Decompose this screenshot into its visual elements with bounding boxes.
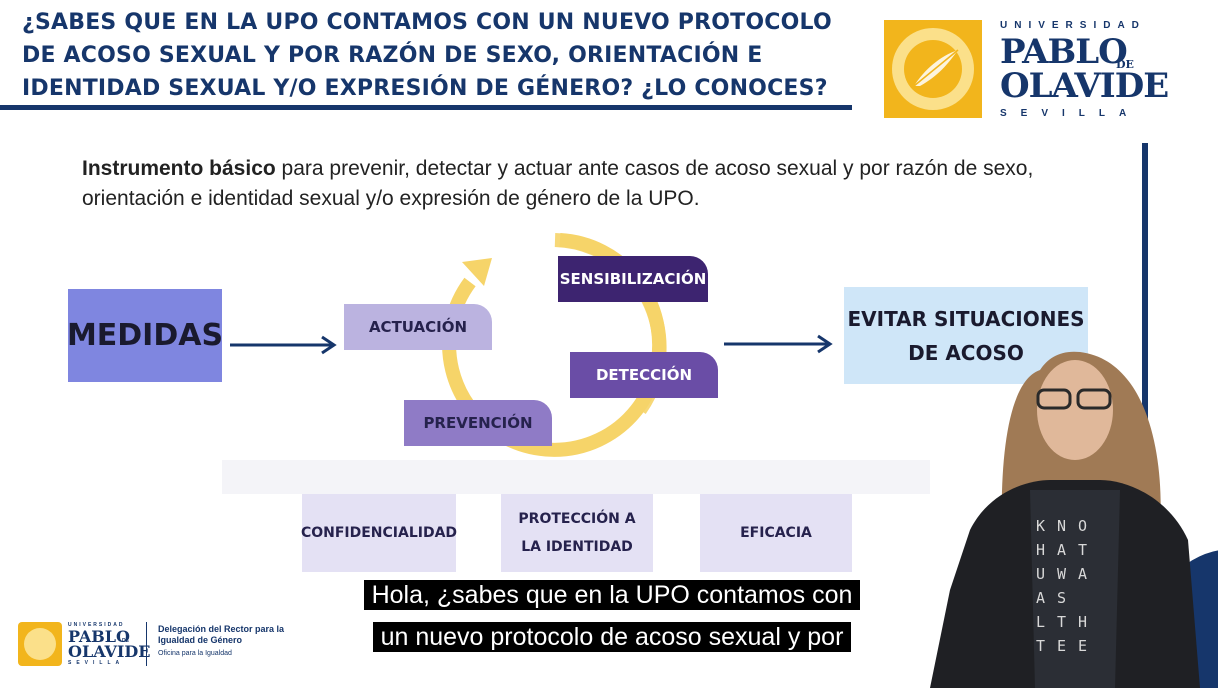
cycle-arrow-head-icon (462, 258, 492, 286)
cycle-step-actuacion: ACTUACIÓN (344, 304, 492, 350)
intro-body: para prevenir, detectar y actuar ante ca… (82, 157, 1034, 210)
cycle-step-sensibilizacion: SENSIBILIZACIÓN (558, 256, 708, 302)
speaker-face (1037, 360, 1113, 460)
footer-delegation: Delegación del Rector para la Igualdad d… (158, 624, 285, 645)
result-box: EVITAR SITUACIONES DE ACOSO (844, 287, 1088, 384)
logo-pablo-text: PABLO (1000, 32, 1128, 72)
speaker-shirt (1030, 490, 1120, 688)
intro-paragraph: Instrumento básico para prevenir, detect… (82, 154, 1072, 214)
slide-title: ¿Sabes que en la UPO contamos con un nue… (22, 10, 832, 101)
logo-universidad-text: UNIVERSIDAD (1000, 20, 1146, 31)
principles-band (222, 460, 930, 494)
cycle-step-prevencion: PREVENCIÓN (404, 400, 552, 446)
logo-sevilla-text: SEVILLA (1000, 108, 1141, 119)
footer-sun-icon (18, 622, 62, 666)
speaker-video-overlay (930, 351, 1218, 688)
footer-office: Oficina para la Igualdad (158, 650, 232, 657)
university-logo: UNIVERSIDAD PABLO DE OLAVIDE SEVILLA (884, 18, 1169, 120)
logo-de-text: DE (1116, 58, 1134, 71)
logo-olavide-text: OLAVIDE (1000, 66, 1169, 106)
speaker-glasses (1036, 388, 1072, 410)
subtitle-line-1: Hola, ¿sabes que en la UPO contamos con (363, 580, 861, 610)
arrow-right-icon (817, 334, 833, 354)
measures-box: MEDIDAS (67, 289, 223, 382)
title-underline (0, 105, 852, 110)
footer-divider (146, 622, 147, 666)
shirt-print: KNO HAT UWA AS LTH TEE (1036, 517, 1100, 655)
intro-bold-lead: Instrumento básico (82, 157, 276, 180)
right-accent-bar (1142, 143, 1148, 473)
sun-emblem-icon (884, 20, 982, 118)
footer-logo: UNIVERSIDAD PABLO DE OLAVIDE SEVILLA Del… (18, 614, 288, 674)
principle-confidencialidad: CONFIDENCIALIDAD (301, 494, 457, 572)
cycle-step-deteccion: DETECCIÓN (570, 352, 718, 398)
principle-proteccion-identidad: PROTECCIÓN A LA IDENTIDAD (501, 494, 653, 572)
subtitle-line-2: un nuevo protocolo de acoso sexual y por (372, 622, 852, 652)
principle-eficacia: EFICACIA (700, 494, 852, 572)
arrow-right-icon (321, 335, 337, 355)
feather-icon (913, 49, 959, 87)
video-subtitles: Hola, ¿sabes que en la UPO contamos con … (328, 574, 896, 658)
